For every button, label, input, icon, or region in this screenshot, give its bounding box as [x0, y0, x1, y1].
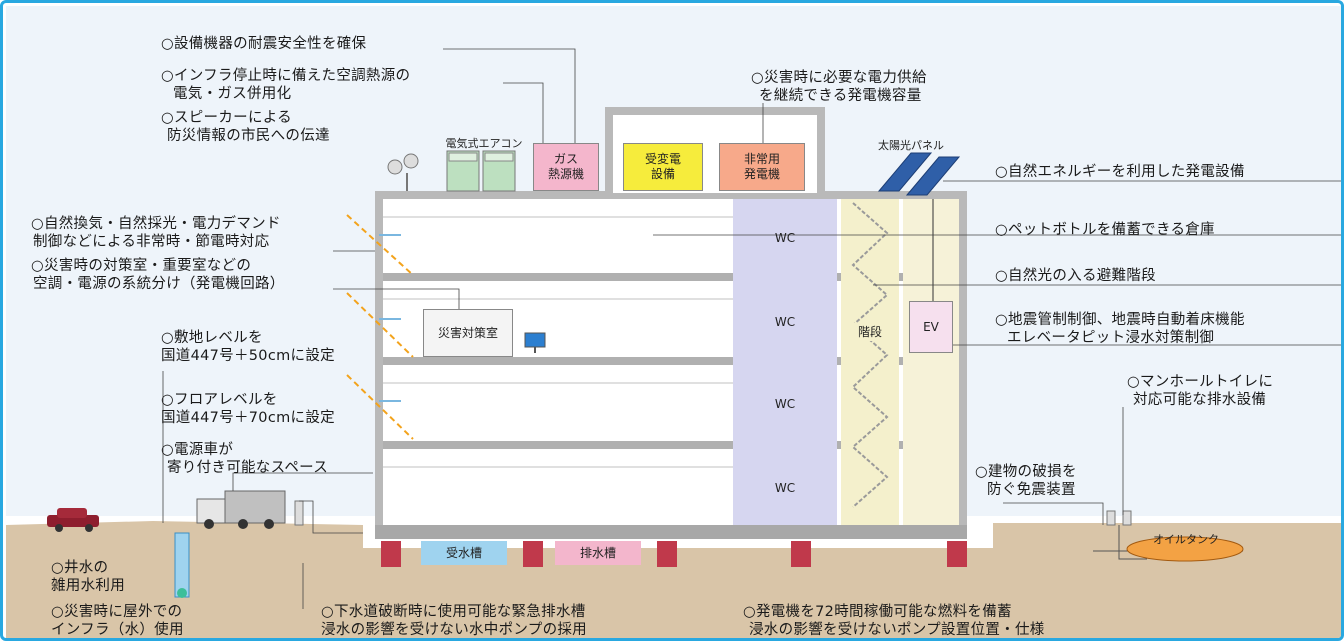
annotation-outdoor-infra-1: ○災害時に屋外での — [51, 604, 183, 620]
annotation-generator-capacity-1: ○災害時に必要な電力供給 — [751, 70, 927, 86]
isolation-pillar-3 — [657, 541, 677, 567]
solar-panel-2 — [905, 156, 961, 196]
wc-label-1: WC — [774, 230, 796, 245]
disaster-room-box: 災害対策室 — [423, 309, 513, 357]
annotation-seismic-isolation-1: ○建物の破損を — [975, 464, 1077, 480]
wc-label-3: WC — [774, 396, 796, 411]
annotation-fuel-2: 浸水の影響を受けないポンプ設置位置・仕様 — [749, 622, 1045, 638]
annotation-power-split-1: ○災害時の対策室・重要室などの — [31, 258, 252, 274]
annotation-well-water-2: 雑用水利用 — [51, 578, 125, 594]
annotation-seismic-safety: ○設備機器の耐震安全性を確保 — [161, 36, 367, 52]
annotation-fuel-1: ○発電機を72時間稼働可能な燃料を備蓄 — [743, 604, 1012, 620]
isolation-pillar-2 — [523, 541, 543, 567]
annotation-manhole-2: 対応可能な排水設備 — [1133, 392, 1267, 408]
annotation-natural-energy: ○自然エネルギーを利用した発電設備 — [995, 164, 1245, 180]
gas-heat-box: ガス 熱源機 — [533, 143, 599, 191]
floor-slab-1 — [383, 273, 959, 281]
annotation-natural-vent-2: 制御などによる非常時・節電時対応 — [33, 234, 270, 250]
annotation-speaker-2: 防災情報の市民への伝達 — [167, 128, 330, 144]
annotation-sewer-2: 浸水の影響を受けない水中ポンプの採用 — [321, 622, 587, 638]
annotation-site-level-1: ○敷地レベルを — [161, 330, 263, 346]
stairs-label: 階段 — [843, 323, 897, 341]
floor-slab-2 — [383, 357, 959, 365]
isolation-pillar-4 — [791, 541, 811, 567]
annotation-infra-hvac-1: ○インフラ停止時に備えた空調熱源の — [161, 68, 411, 84]
ground — [6, 521, 1341, 638]
power-truck-icon — [196, 490, 286, 529]
wc-column — [733, 199, 837, 525]
solar-panel-1 — [877, 152, 933, 192]
annotation-well-water-1: ○井水の — [51, 560, 109, 576]
annotation-speaker-1: ○スピーカーによる — [161, 110, 292, 126]
electric-ac-label: 電気式エアコン — [445, 136, 523, 150]
wc-label-4: WC — [774, 480, 796, 495]
car-icon — [47, 508, 99, 532]
ev-box: EV — [909, 301, 953, 353]
annotation-power-car-2: 寄り付き可能なスペース — [167, 460, 329, 476]
wc-label-2: WC — [774, 314, 796, 329]
stair-zigzag — [851, 202, 889, 508]
annotation-floor-level-2: 国道447号＋70cmに設定 — [161, 410, 335, 426]
floor-slab-3 — [383, 441, 959, 449]
oil-tank-label: オイルタンク — [1153, 532, 1219, 546]
annotation-natural-light-stairs: ○自然光の入る避難階段 — [995, 268, 1156, 284]
ev-column — [903, 199, 959, 525]
annotation-seismic-isolation-2: 防ぐ免震装置 — [987, 482, 1076, 498]
annotation-elevator-2: エレベータピット浸水対策制御 — [1007, 330, 1215, 346]
isolation-pillar-1 — [381, 541, 401, 567]
oil-tank-shape — [1126, 536, 1244, 562]
annotation-manhole-1: ○マンホールトイレに — [1127, 374, 1274, 390]
annotation-natural-vent-1: ○自然換気・自然採光・電力デマンド — [31, 216, 281, 232]
solar-panel-label: 太陽光パネル — [878, 138, 944, 152]
annotation-elevator-1: ○地震管制制御、地震時自動着床機能 — [995, 312, 1245, 328]
water-tank-box: 受水槽 — [421, 541, 507, 565]
well-pipe — [174, 532, 190, 598]
annotation-floor-level-1: ○フロアレベルを — [161, 392, 278, 408]
annotation-infra-hvac-2: 電気・ガス併用化 — [173, 86, 292, 102]
annotation-generator-capacity-2: を継続できる発電機容量 — [759, 88, 922, 104]
annotation-power-car-1: ○電源車が — [161, 442, 234, 458]
speaker-icon — [387, 159, 403, 175]
monitor-icon — [524, 332, 546, 348]
stair-column — [841, 199, 899, 525]
annotation-power-split-2: 空調・電源の系統分け（発電機回路） — [33, 276, 285, 292]
annotation-pet-bottle: ○ペットボトルを備蓄できる倉庫 — [995, 222, 1215, 238]
isolation-pillar-5 — [947, 541, 967, 567]
annotation-outdoor-infra-2: インフラ（水）使用 — [51, 622, 184, 638]
drain-tank-box: 排水槽 — [555, 541, 641, 565]
building-diagram — [6, 6, 1341, 638]
substation-box: 受変電 設備 — [623, 143, 703, 191]
floor-slab-base — [375, 525, 967, 539]
annotation-site-level-2: 国道447号＋50cmに設定 — [161, 348, 335, 364]
emergency-generator-box: 非常用 発電機 — [719, 143, 805, 191]
annotation-sewer-1: ○下水道破断時に使用可能な緊急排水槽 — [321, 604, 586, 620]
